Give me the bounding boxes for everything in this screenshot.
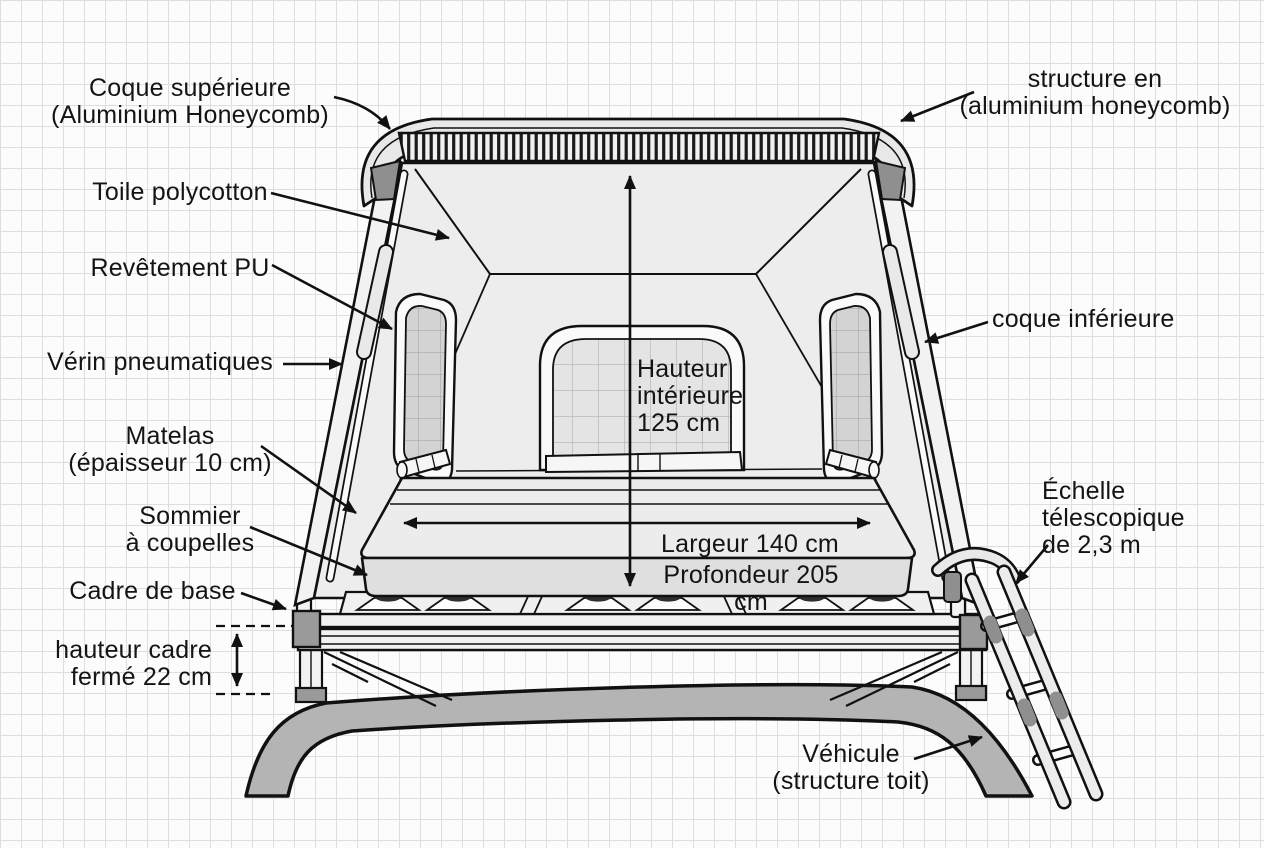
label-revetement-pu: Revêtement PU — [90, 254, 270, 282]
dim-largeur: Largeur 140 cm — [661, 530, 839, 558]
right-strut — [867, 169, 951, 583]
label-hauteur-cadre: hauteur cadre fermé 22 cm — [55, 636, 212, 691]
right-window-roll — [824, 448, 880, 479]
leader-structure-en — [900, 90, 975, 123]
dim-hauteur-interieure: Hauteur intérieure 125 cm — [637, 355, 744, 437]
left-window — [392, 292, 458, 484]
base-frame — [291, 591, 989, 707]
leader-matelas — [260, 444, 357, 515]
label-cadre-de-base: Cadre de base — [69, 577, 236, 605]
label-coque-superieure: Coque supérieure (Aluminium Honeycomb) — [51, 74, 329, 129]
label-verin-pneumatiques: Vérin pneumatiques — [47, 348, 273, 376]
label-structure-honeycomb: structure en (aluminium honeycomb) — [959, 65, 1231, 120]
honeycomb-band — [397, 131, 881, 163]
leader-sommier — [249, 525, 368, 577]
shell-wedge-right — [874, 159, 907, 202]
leader-echelle — [1015, 544, 1049, 584]
leader-coque-superieure — [333, 95, 392, 130]
leader-cadre — [240, 591, 287, 611]
dimension-arrows — [216, 175, 871, 696]
label-matelas: Matelas (épaisseur 10 cm) — [68, 422, 272, 477]
leader-toile — [270, 191, 450, 241]
leader-revetement — [271, 263, 393, 331]
label-toile-polycotton: Toile polycotton — [92, 178, 268, 206]
label-vehicule: Véhicule (structure toit) — [772, 740, 930, 795]
rear-window — [538, 324, 746, 474]
label-echelle: Échelle télescopique de 2,3 m — [1042, 477, 1185, 559]
leader-coque-inferieure — [924, 320, 989, 344]
right-window — [818, 292, 884, 484]
leader-vehicule — [913, 735, 983, 761]
label-coque-inferieure: coque inférieure — [992, 305, 1175, 333]
label-sommier: Sommier à coupelles — [125, 502, 255, 557]
ladder — [931, 547, 1104, 810]
leader-arrows — [240, 90, 1049, 761]
dim-profondeur: Profondeur 205 cm — [663, 561, 839, 616]
upper-shell — [360, 117, 916, 208]
vehicle-roof — [244, 682, 1034, 798]
shell-wedge-left — [369, 159, 402, 202]
rear-window-roll — [545, 450, 744, 474]
